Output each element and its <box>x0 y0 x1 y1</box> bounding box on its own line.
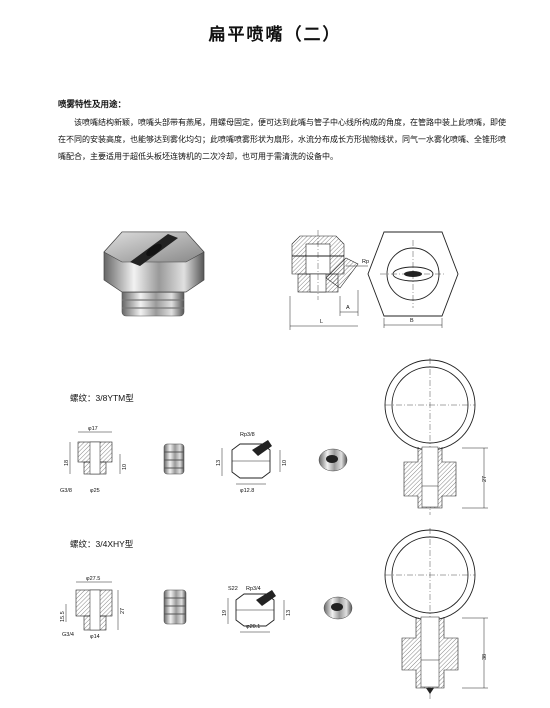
m2-dim-d3: φ20.1 <box>246 624 260 630</box>
m1-dim-d1: φ17 <box>88 426 98 432</box>
m1-dim-d2: φ25 <box>90 488 100 494</box>
m2-thread: G3/4 <box>62 632 74 638</box>
m1-dim-h1: 18 <box>64 460 70 466</box>
dim-l: L <box>320 319 323 325</box>
model-1-photo-side <box>163 443 185 475</box>
m1-dim-h4: 10 <box>282 460 288 466</box>
m2-dim-h4: 13 <box>286 610 292 616</box>
model-2-label: 螺纹：3/4XHY型 <box>70 539 134 549</box>
m1-dim-h2: 10 <box>122 464 128 470</box>
page-title: 扁平喷嘴（二） <box>208 25 342 45</box>
nozzle-photo-large <box>103 231 205 317</box>
m1-thread: G3/8 <box>60 488 72 494</box>
m1-rp: Rp3/8 <box>240 432 255 438</box>
m2-dim-h2: 27 <box>120 608 126 614</box>
dim-b: B <box>410 318 414 324</box>
section-body: 该喷嘴结构新颖，喷嘴头部带有燕尾，用螺母固定，便可达到此嘴与管子中心线所构成的角… <box>58 118 506 161</box>
pipe-1-height: 27 <box>482 476 488 482</box>
pipe-assembly-2: 38 <box>384 528 488 700</box>
pipe-2-height: 38 <box>482 654 488 660</box>
m2-dim-h1: 15.5 <box>60 611 66 622</box>
pipe-assembly-1: 27 <box>384 358 488 515</box>
model-2-photo-side <box>163 589 187 625</box>
nozzle-section-drawing: Rp A L <box>289 230 369 330</box>
model-1-nozzle-drawing: Rp3/8 13 10 φ12.8 <box>216 432 288 494</box>
section-heading: 喷雾特性及用途： <box>58 100 127 110</box>
m2-dim-d1: φ27.5 <box>86 576 100 582</box>
m2-dim-d2: φ14 <box>90 634 100 640</box>
nozzle-hex-view: B <box>367 231 459 328</box>
m1-dim-d3: φ12.8 <box>240 488 254 494</box>
m1-dim-h3: 13 <box>216 460 222 466</box>
model-1-section: φ17 18 10 G3/8 φ25 <box>60 426 128 494</box>
dim-rp: Rp <box>362 259 369 265</box>
model-1-photo-tip <box>318 448 348 472</box>
m2-rp: Rp3/4 <box>246 586 261 592</box>
m2-s: S22 <box>228 586 238 592</box>
dim-a: A <box>346 305 350 311</box>
model-1-label: 螺纹：3/8YTM型 <box>70 393 134 403</box>
m2-dim-h3: 19 <box>222 610 228 616</box>
model-2-photo-tip <box>323 596 353 620</box>
model-2-nozzle-drawing: S22 Rp3/4 19 13 φ20.1 <box>222 586 292 633</box>
model-2-section: φ27.5 15.5 27 G3/4 φ14 <box>60 576 126 640</box>
